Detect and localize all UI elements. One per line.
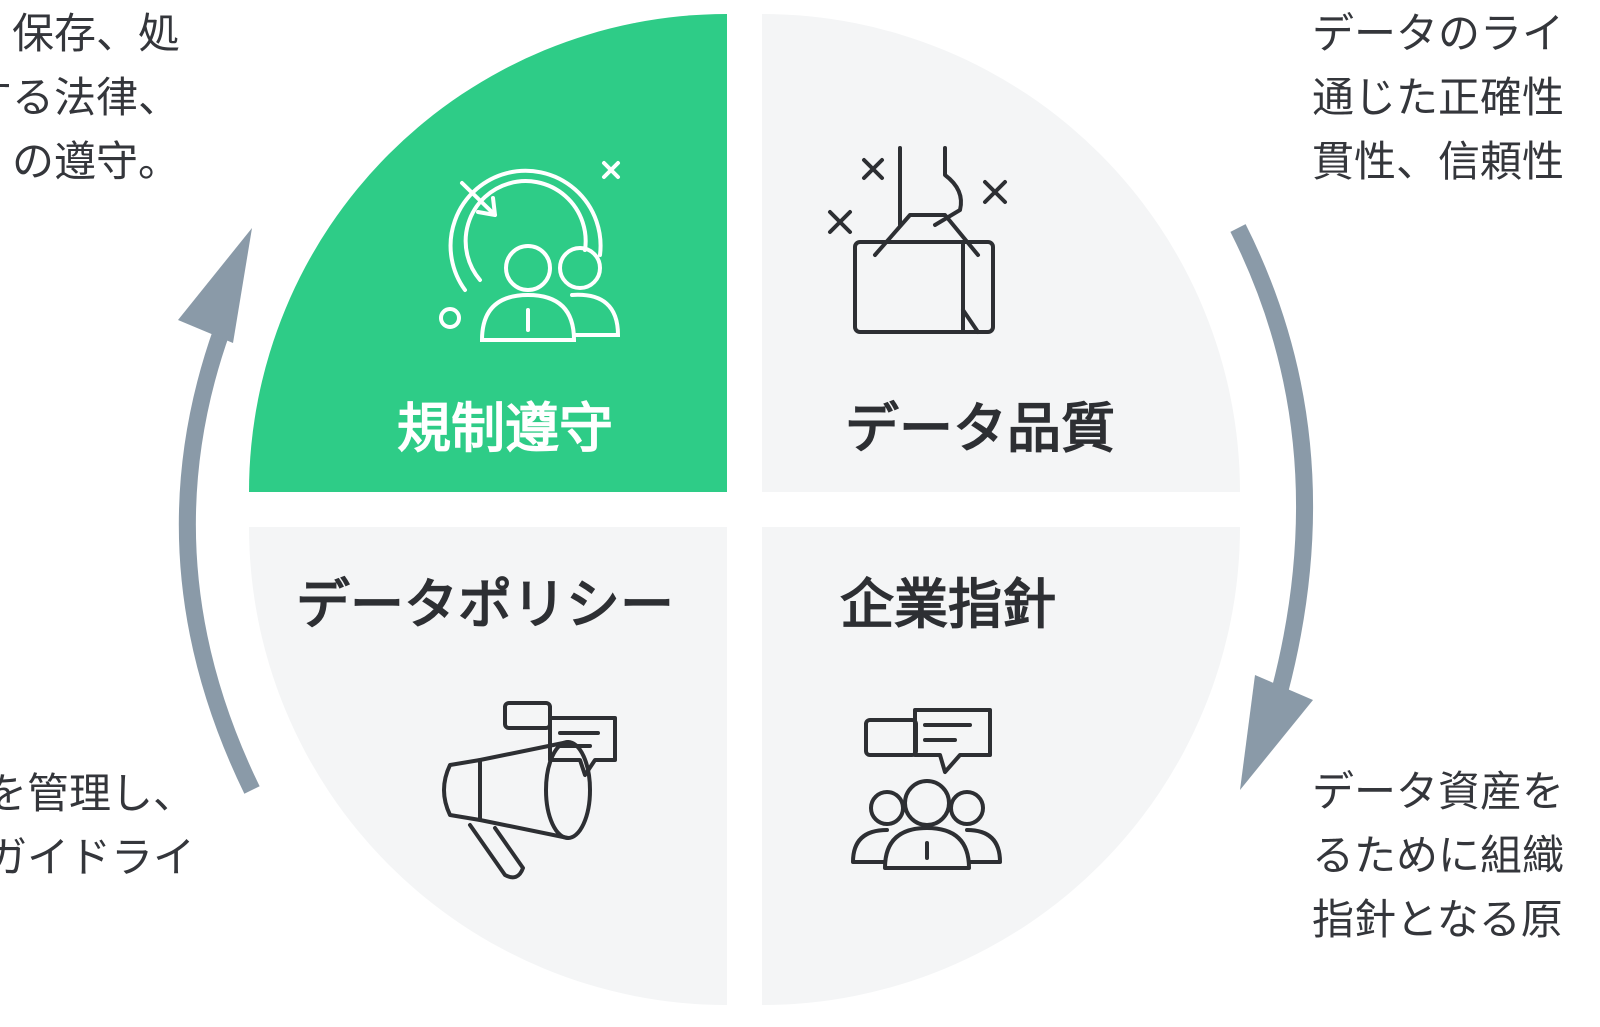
- description-line: 通じた正確性: [1312, 73, 1565, 122]
- quadrant-compliance[interactable]: [249, 14, 727, 492]
- hand-holding-box-icon: [828, 146, 1007, 334]
- description-line: データのライ: [1312, 9, 1565, 58]
- quadrant-label-data-policy: データポリシー: [296, 573, 674, 636]
- description-line: 貫性、信頼性: [1312, 137, 1565, 186]
- description-line: ガイドライ: [0, 833, 195, 882]
- description-line: 保存、処: [11, 9, 180, 58]
- quadrant-data-policy[interactable]: [249, 527, 727, 1005]
- quadrant-label-corporate-principles: 企業指針: [840, 573, 1056, 636]
- description-top-left: 保存、処 する法律、 の遵守。: [0, 2, 180, 194]
- left-cycle-arrow: [178, 228, 260, 794]
- description-top-right: データのライ 通じた正確性 貫性、信頼性: [1312, 2, 1564, 194]
- description-line: を管理し、: [0, 769, 195, 818]
- description-line: する法律、: [0, 73, 180, 122]
- description-line: るために組織: [1312, 831, 1565, 880]
- quadrant-data-quality[interactable]: [762, 14, 1240, 492]
- quadrant-label-compliance: 規制遵守: [397, 397, 613, 460]
- description-line: データ資産を: [1312, 767, 1565, 816]
- right-cycle-arrow: [1230, 224, 1314, 790]
- quadrant-label-data-quality: データ品質: [845, 397, 1115, 460]
- description-bottom-left: を管理し、 ガイドライ: [0, 762, 195, 890]
- quadrant-corporate-principles[interactable]: [762, 527, 1240, 1005]
- compliance-people-icon: [439, 161, 621, 342]
- team-discussion-icon: [851, 708, 1002, 870]
- description-bottom-right: データ資産を るために組織 指針となる原: [1312, 760, 1564, 952]
- description-line: 指針となる原: [1312, 895, 1563, 944]
- megaphone-icon: [442, 701, 617, 880]
- description-line: の遵守。: [11, 137, 180, 186]
